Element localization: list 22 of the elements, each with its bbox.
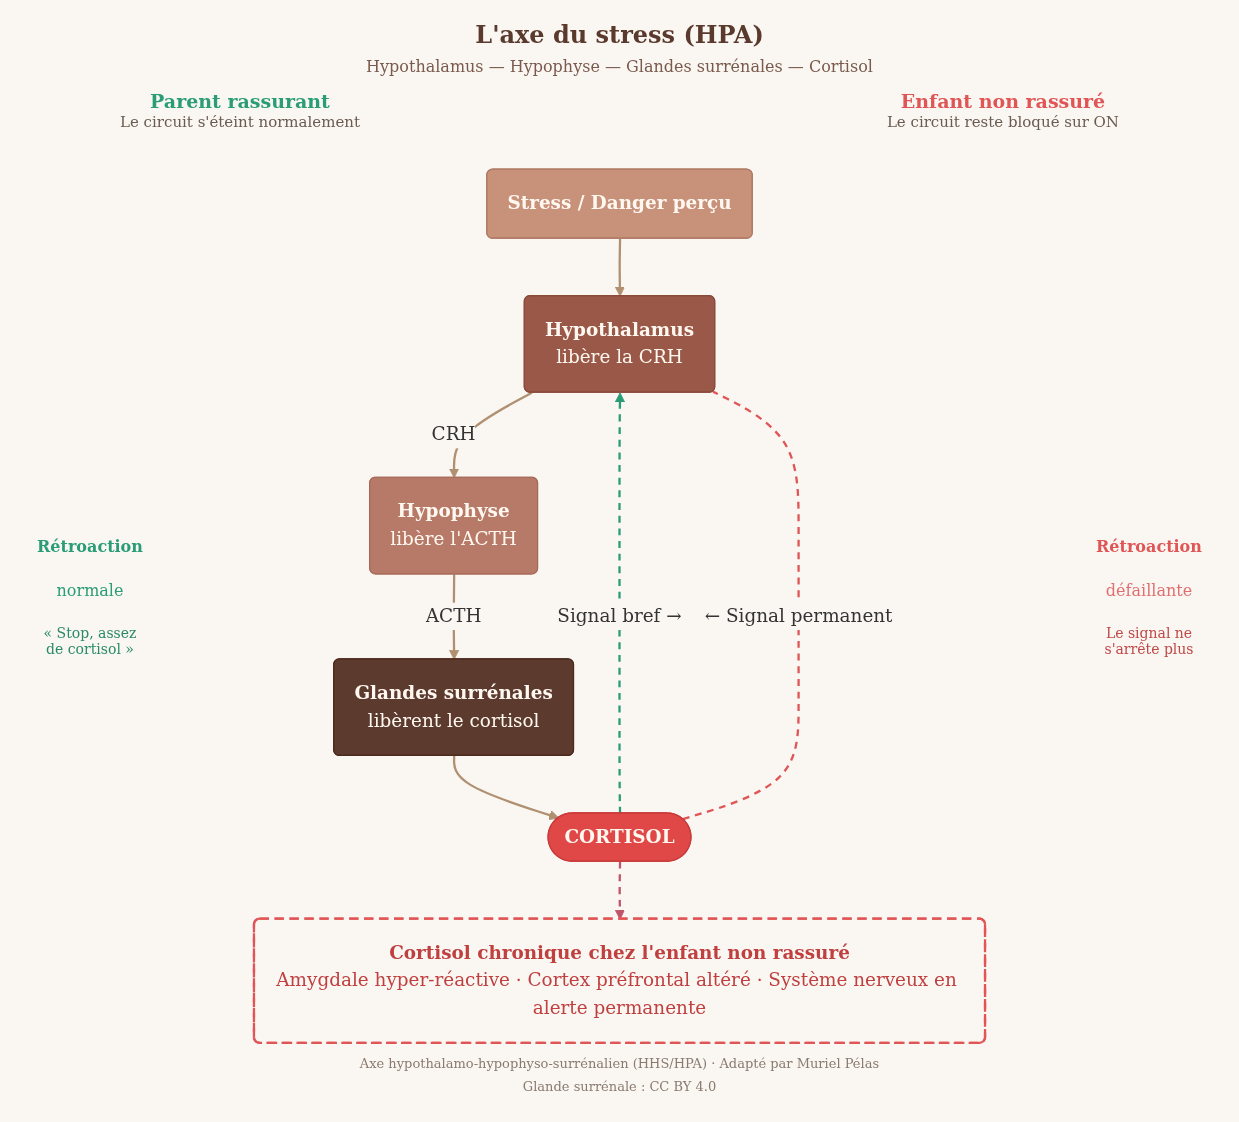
footnote: Glande surrénale : CC BY 4.0 — [522, 1079, 717, 1094]
connector — [682, 390, 800, 821]
subtitle: Hypothalamus — Hypophyse — Glandes surrénales — Cortisol — [366, 57, 873, 76]
edge-label: Signal bref → — [557, 604, 682, 627]
annotation-text: Le signal ne s'arrête plus — [1103, 624, 1195, 657]
edge-label: CRH — [431, 423, 476, 446]
note: Le circuit reste bloqué sur ON — [886, 113, 1119, 131]
annotation-text: défaillante — [1105, 580, 1193, 600]
arrow — [614, 238, 625, 297]
title: L'axe du stress (HPA) — [475, 20, 764, 49]
heading: Enfant non rassuré — [900, 90, 1106, 112]
heading: Parent rassurant — [150, 90, 330, 112]
arrow — [452, 756, 560, 821]
arrow — [614, 392, 625, 814]
annotation-heading: Rétroaction — [1096, 536, 1202, 556]
annotation-text: normale — [56, 580, 124, 600]
note: Le circuit s'éteint normalement — [120, 113, 360, 131]
footnote: Axe hypothalamo-hypophyso-surrénalien (HHS/HPA) · Adapté par Muriel Pélas — [359, 1056, 880, 1071]
annotation-text: « Stop, assez de cortisol » — [42, 624, 138, 657]
annotation-heading: Rétroaction — [37, 536, 143, 556]
edge-label: ← Signal permanent — [704, 604, 893, 627]
edge-label: ACTH — [425, 604, 482, 627]
